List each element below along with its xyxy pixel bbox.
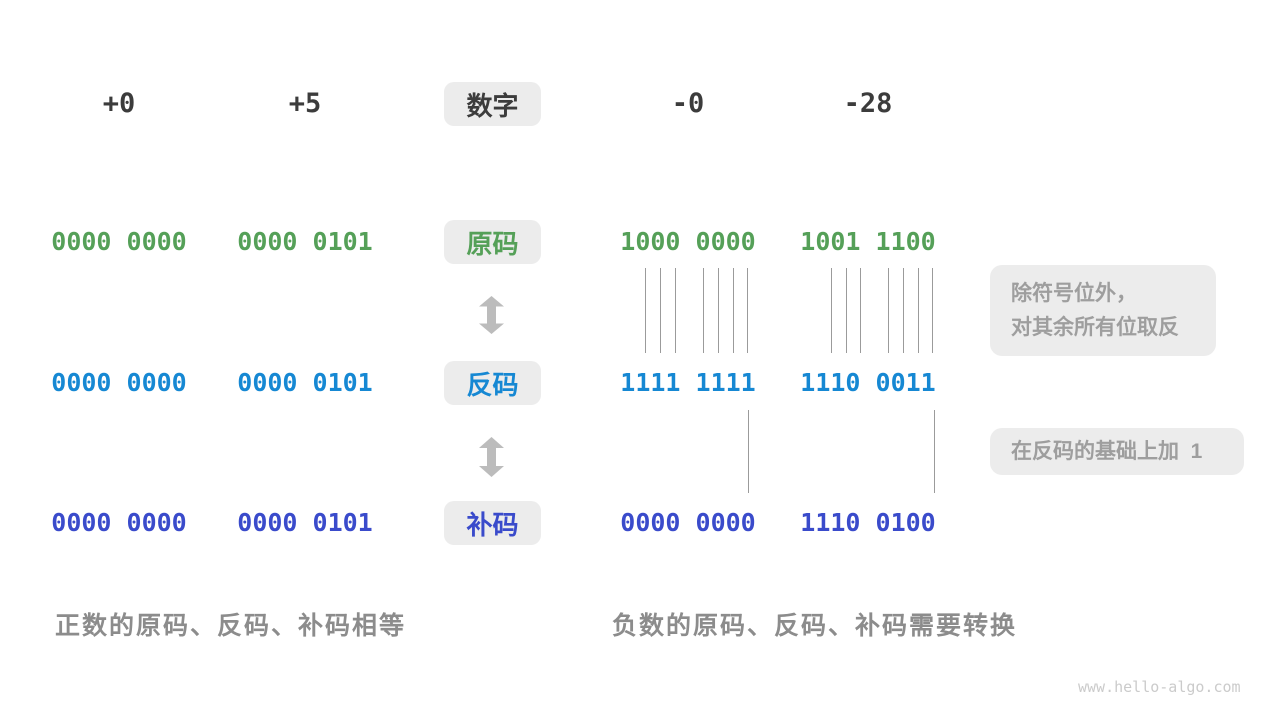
twos-complement-label: 补码 [466,509,519,540]
bit-connector-line [846,268,847,353]
bit-connector-line [932,268,933,353]
updown-arrow-icon [479,437,504,477]
add-one-connector-line [934,410,935,493]
ones-complement-value: 1111 1111 [620,368,756,397]
number-label: 数字 [466,90,519,121]
bit-connector-line [660,268,661,353]
bit-connector-line [747,268,748,353]
invert-bits-callout: 除符号位外， 对其余所有位取反 [990,265,1216,356]
sign-magnitude-value: 1001 1100 [800,227,936,256]
negative-numbers-caption: 负数的原码、反码、补码需要转换 [612,612,1018,640]
invert-bits-callout-line1: 除符号位外， [1011,282,1137,305]
sign-magnitude-value: 1000 0000 [620,227,756,256]
sign-magnitude-label: 原码 [466,228,519,259]
ones-complement-value: 0000 0000 [51,368,187,397]
ones-complement-value: 0000 0101 [237,368,373,397]
bit-connector-line [831,268,832,353]
decimal-value-neg-twentyeight: -28 [843,88,893,119]
bit-connector-line [675,268,676,353]
bit-connector-line [703,268,704,353]
bit-connector-line [903,268,904,353]
bit-connector-line [918,268,919,353]
sign-magnitude-value: 0000 0101 [237,227,373,256]
invert-bits-callout-line2: 对其余所有位取反 [1011,316,1179,339]
add-one-connector-line [748,410,749,493]
sign-magnitude-chip: 原码 [444,220,541,264]
ones-complement-label: 反码 [466,369,519,400]
twos-complement-value: 0000 0000 [51,508,187,537]
twos-complement-value: 1110 0100 [800,508,936,537]
bit-connector-line [860,268,861,353]
sign-magnitude-value: 0000 0000 [51,227,187,256]
bit-connector-line [733,268,734,353]
decimal-value-pos-zero: +0 [102,88,136,119]
bit-connector-line [888,268,889,353]
updown-arrow-icon [479,296,504,334]
bit-connector-line [718,268,719,353]
decimal-value-pos-five: +5 [288,88,322,119]
watermark: www.hello-algo.com [1078,678,1241,696]
ones-complement-value: 1110 0011 [800,368,936,397]
twos-complement-value: 0000 0000 [620,508,756,537]
twos-complement-chip: 补码 [444,501,541,545]
add-one-callout: 在反码的基础上加 1 [990,428,1244,475]
bit-connector-line [645,268,646,353]
number-label-chip: 数字 [444,82,541,126]
ones-complement-chip: 反码 [444,361,541,405]
twos-complement-value: 0000 0101 [237,508,373,537]
positive-numbers-caption: 正数的原码、反码、补码相等 [55,612,407,640]
decimal-value-neg-zero: -0 [671,88,705,119]
